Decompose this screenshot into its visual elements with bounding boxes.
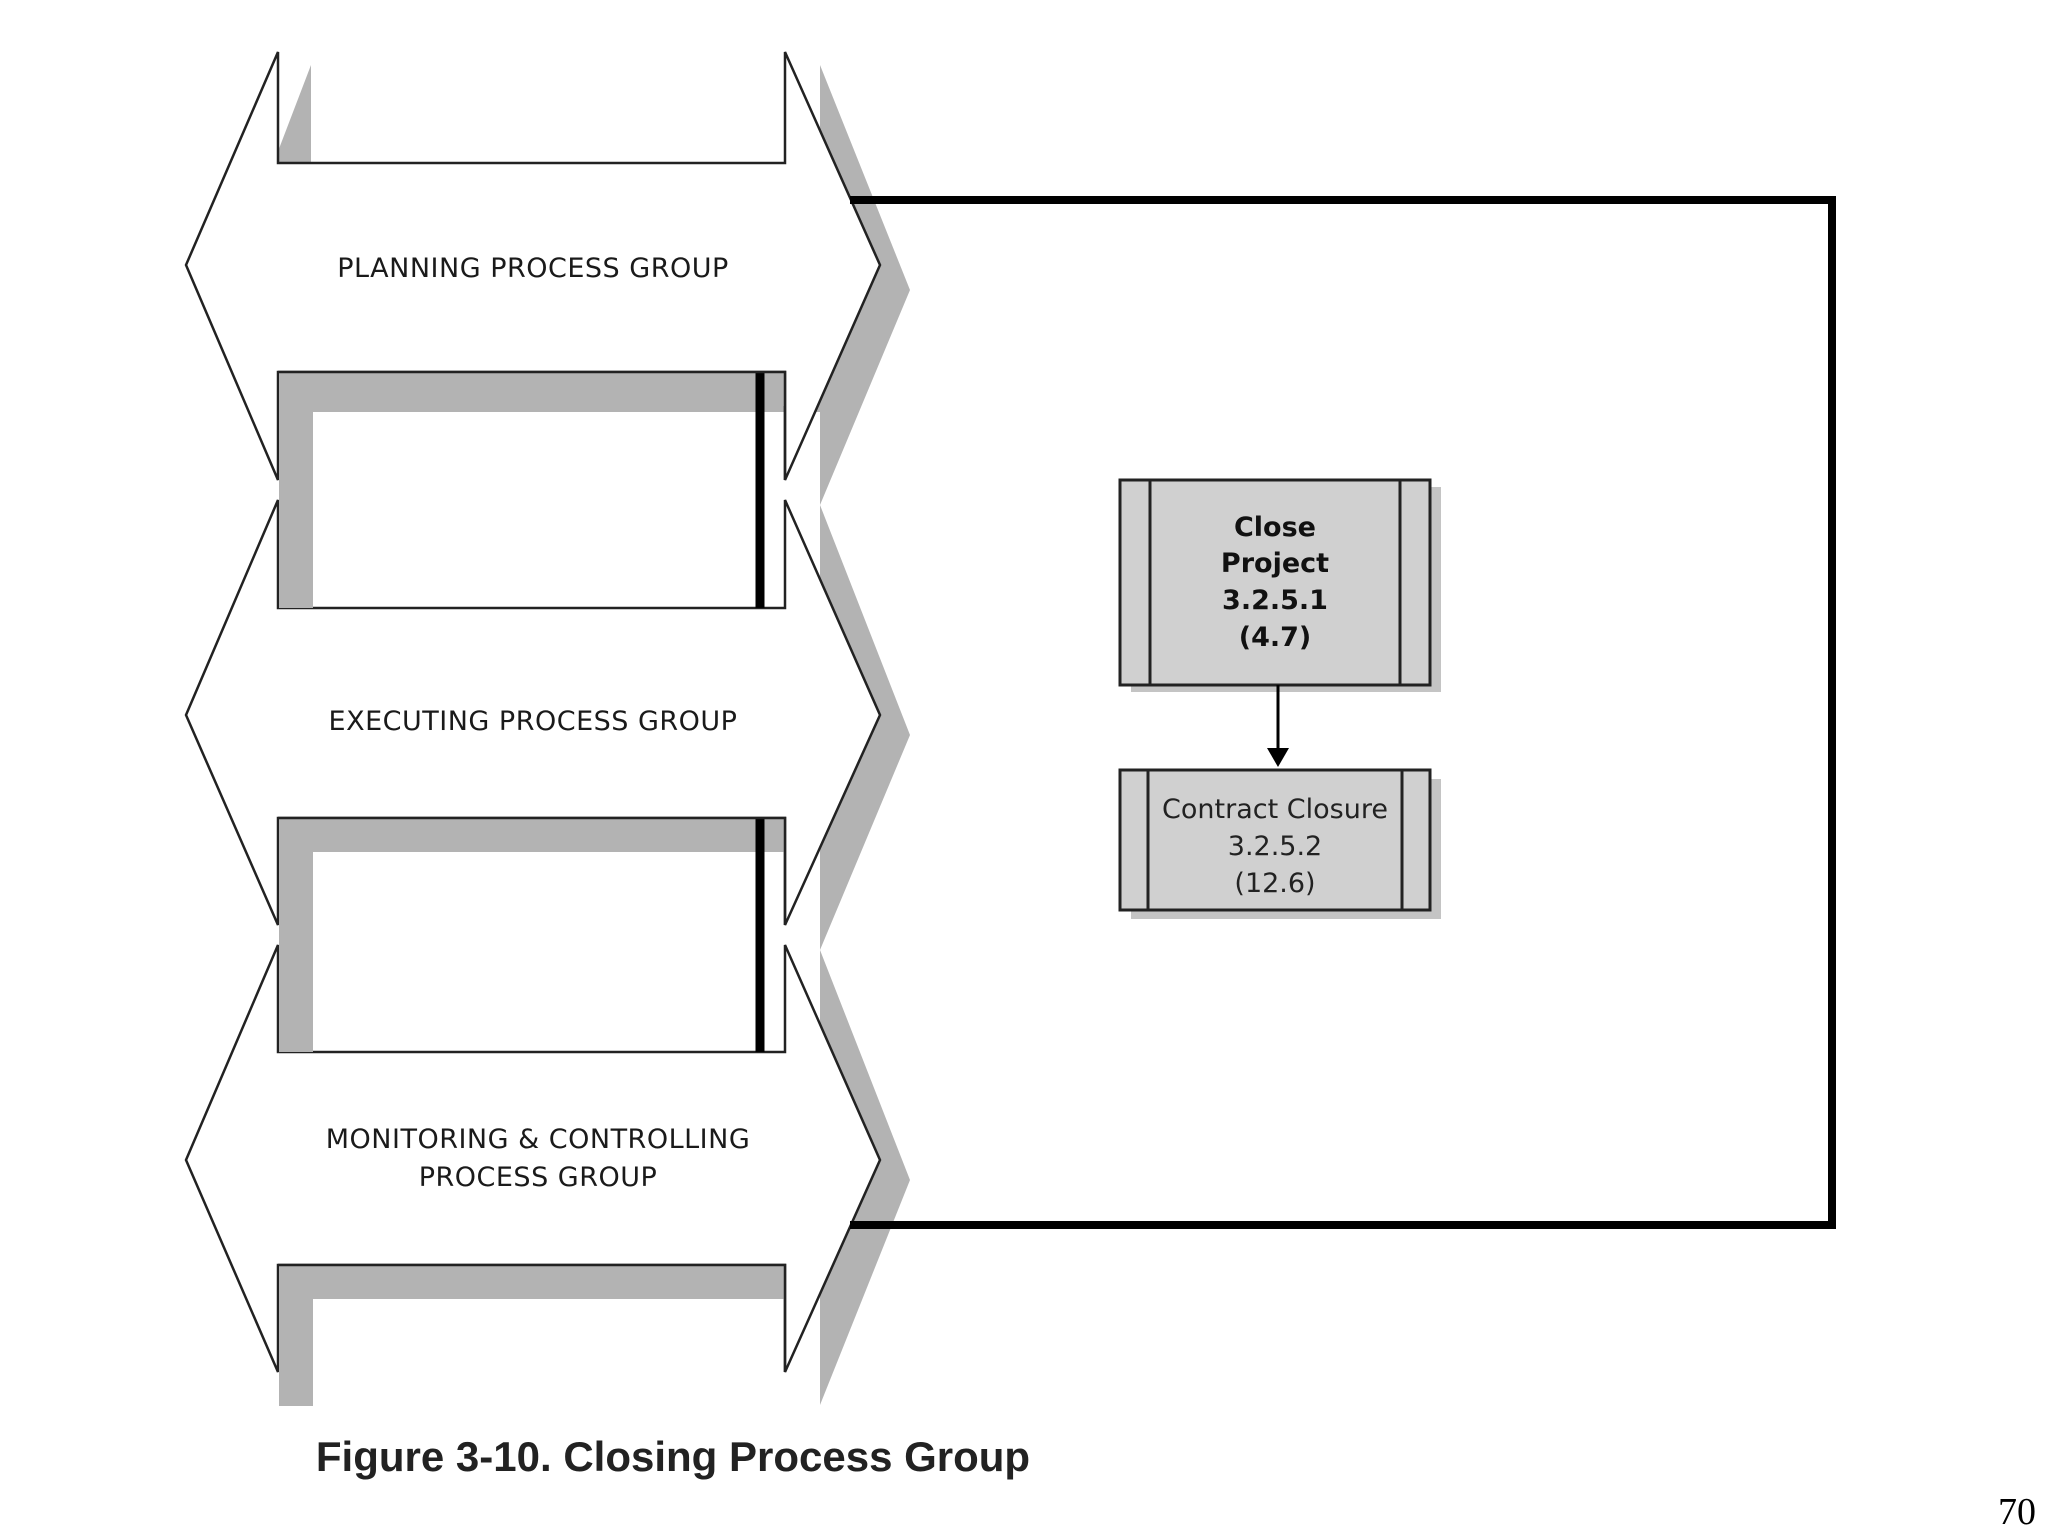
connector-arrowhead — [1267, 748, 1289, 767]
close-project-box: Close Project 3.2.5.1 (4.7) — [1118, 478, 1432, 687]
executing-left-band — [279, 819, 313, 1052]
closing-group-frame — [850, 196, 1836, 1229]
executing-lower-band — [279, 819, 784, 852]
executing-group-label: EXECUTING PROCESS GROUP — [329, 706, 738, 737]
monitoring-group-label-line2: PROCESS GROUP — [419, 1162, 658, 1193]
close-project-line1: Close — [1234, 512, 1316, 543]
planning-left-band — [279, 373, 313, 608]
process-group-arrows — [184, 51, 882, 1406]
planning-group-label: PLANNING PROCESS GROUP — [337, 253, 729, 284]
monitoring-group-label-line1: MONITORING & CONTROLLING — [326, 1124, 751, 1155]
page-number: 70 — [1998, 1491, 2036, 1533]
figure-caption: Figure 3-10. Closing Process Group — [315, 1433, 1031, 1480]
contract-closure-line2: 3.2.5.2 — [1228, 831, 1322, 862]
contract-closure-line1: Contract Closure — [1162, 794, 1388, 825]
planning-arrow-outline — [278, 370, 787, 480]
monitoring-left-band — [279, 1266, 313, 1406]
executing-arrow-outline — [278, 816, 787, 925]
close-project-line3: 3.2.5.1 — [1222, 585, 1328, 616]
contract-closure-line3: (12.6) — [1234, 868, 1315, 899]
monitoring-arrow-outline — [278, 1263, 787, 1372]
planning-lower-band — [279, 373, 784, 406]
contract-closure-box: Contract Closure 3.2.5.2 (12.6) — [1118, 768, 1432, 912]
monitoring-lower-band — [279, 1266, 784, 1299]
close-project-line2: Project — [1221, 548, 1329, 579]
close-project-line4: (4.7) — [1239, 622, 1312, 653]
